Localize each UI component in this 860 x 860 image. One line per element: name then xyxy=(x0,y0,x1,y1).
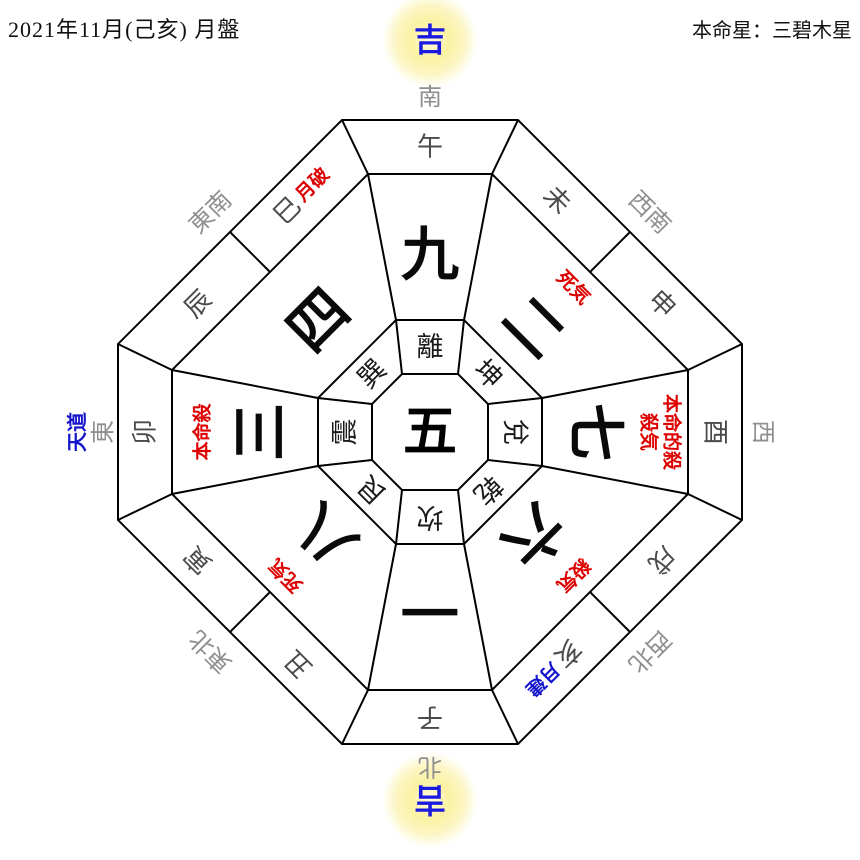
trigram-ring-separators xyxy=(317,319,543,545)
luck-glow-top xyxy=(382,0,478,88)
branch-ring-separators xyxy=(117,119,743,745)
direction-label-west-text: 西 xyxy=(749,420,775,444)
direction-label-east: 東 xyxy=(90,420,117,444)
direction-label-west: 西 xyxy=(749,420,775,444)
branch-u-text: 卯 xyxy=(131,419,160,445)
luck-mark-bottom: 吉 xyxy=(414,782,446,818)
direction-label-northwest-text: 西北 xyxy=(623,625,676,678)
branch-tori: 酉 xyxy=(701,419,730,445)
direction-label-south-text: 南 xyxy=(418,84,442,111)
direction-label-northeast-text: 東北 xyxy=(184,625,237,678)
tendo-label: 天道 xyxy=(65,412,89,452)
trigram-da: 兌 xyxy=(500,419,530,446)
trigram-shin-text: 震 xyxy=(330,419,360,446)
tendo-label-group: 天道 xyxy=(65,412,89,452)
sector-west: 本命的殺 殺気 七 xyxy=(563,394,684,471)
number-ring-separators xyxy=(171,173,689,691)
branch-diagonal-splits xyxy=(229,231,631,633)
trigram-ri: 離 xyxy=(417,332,444,362)
direction-label-east-text: 東 xyxy=(90,420,117,444)
branch-ne: 子 xyxy=(417,703,443,732)
center-star-group: 五 xyxy=(403,402,457,462)
direction-label-north: 北 xyxy=(418,753,442,780)
annotation-honmeiteki-satsu-west: 本命的殺 xyxy=(661,394,684,471)
sector-north: 一 xyxy=(401,577,459,642)
luck-glow-bottom xyxy=(382,752,478,848)
direction-label-southeast: 東南 xyxy=(184,186,237,239)
annotation-honmeisatsu-east: 本命殺 xyxy=(191,403,214,461)
direction-label-southeast-text: 東南 xyxy=(184,186,237,239)
trigram-shin: 震 xyxy=(330,419,360,446)
direction-label-south: 南 xyxy=(418,84,442,111)
chart-outline xyxy=(117,119,743,745)
sector-south: 九 xyxy=(401,223,459,288)
luck-mark-top: 吉 xyxy=(414,22,446,58)
branch-tori-text: 酉 xyxy=(701,419,730,445)
branch-u: 卯 xyxy=(131,419,160,445)
direction-label-northwest: 西北 xyxy=(623,625,676,678)
branch-uma: 午 xyxy=(417,133,443,162)
trigram-da-text: 兌 xyxy=(500,419,530,446)
branch-uma-text: 午 xyxy=(417,133,443,162)
annotation-sakki-west: 殺気 xyxy=(638,412,661,451)
star-number-east: 三 xyxy=(229,403,294,461)
trigram-kan-text: 坎 xyxy=(417,502,444,532)
luck-mark-top-group: 吉 xyxy=(414,22,446,58)
honmei-star-label: 本命星：三碧木星 xyxy=(692,20,852,42)
direction-label-north-text: 北 xyxy=(418,753,442,780)
branch-ne-text: 子 xyxy=(417,703,443,732)
chart-title: 2021年11月(己亥) 月盤 xyxy=(8,17,241,42)
star-number-west: 七 xyxy=(563,403,628,461)
luck-mark-bottom-group: 吉 xyxy=(414,782,446,818)
trigram-kan: 坎 xyxy=(417,502,444,532)
direction-label-northeast: 東北 xyxy=(184,625,237,678)
sector-east: 本命殺 三 xyxy=(191,403,294,462)
center-star-text: 五 xyxy=(403,402,457,462)
star-number-north: 一 xyxy=(401,577,459,642)
direction-label-southwest-text: 西南 xyxy=(623,186,676,239)
trigram-ri-text: 離 xyxy=(417,332,444,362)
star-number-south: 九 xyxy=(401,223,459,288)
direction-label-southwest: 西南 xyxy=(623,186,676,239)
